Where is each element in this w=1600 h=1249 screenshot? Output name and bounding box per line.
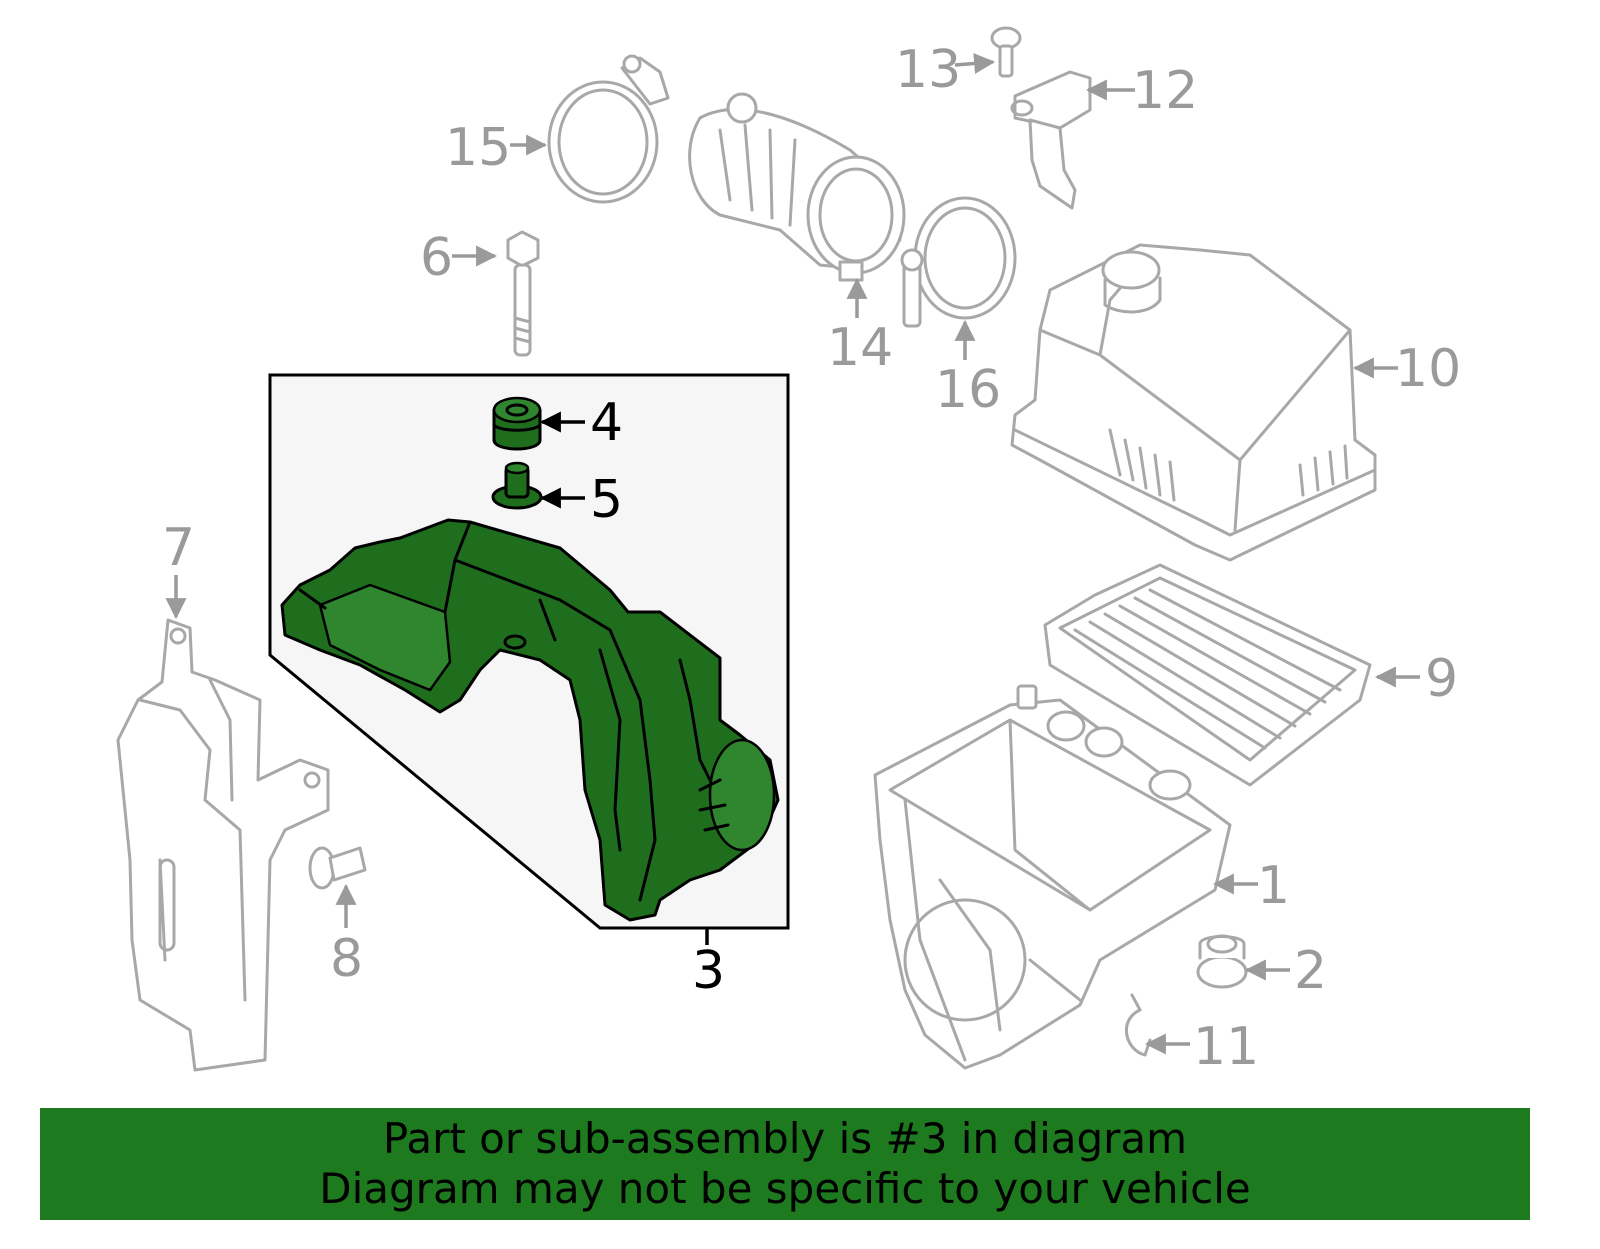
banner-line-2: Diagram may not be specific to your vehi… xyxy=(319,1164,1251,1213)
callout-7: 7 xyxy=(162,518,195,578)
part-11-clip xyxy=(1124,993,1152,1057)
callout-16: 16 xyxy=(935,360,1001,420)
arrow-13 xyxy=(954,53,996,74)
part-16-hose-clamp xyxy=(900,196,1017,328)
part-1-air-cleaner-case xyxy=(873,684,1232,1070)
callout-9: 9 xyxy=(1425,649,1458,709)
part-10-air-cleaner-cover xyxy=(1010,243,1377,562)
part-8-push-clip xyxy=(308,846,367,890)
callout-15: 15 xyxy=(445,118,511,178)
callout-labels: 15 13 12 6 14 16 10 9 1 2 11 7 8 4 5 3 xyxy=(162,40,1461,1077)
part-3-air-intake-duct xyxy=(280,518,780,922)
callout-2: 2 xyxy=(1294,941,1327,1001)
part-7-bracket xyxy=(116,618,330,1072)
part-12-airflow-sensor xyxy=(1010,70,1092,210)
callout-6: 6 xyxy=(420,228,453,288)
callout-5: 5 xyxy=(590,470,623,530)
callout-3: 3 xyxy=(692,941,725,1001)
callout-1: 1 xyxy=(1257,856,1290,916)
callout-arrows xyxy=(165,53,1420,1055)
part-4-grommet xyxy=(492,396,542,451)
part-13-screw xyxy=(990,26,1022,78)
callout-11: 11 xyxy=(1193,1017,1259,1077)
part-2-grommet xyxy=(1196,934,1248,989)
banner-line-1: Part or sub-assembly is #3 in diagram xyxy=(382,1114,1188,1163)
callout-4: 4 xyxy=(590,393,623,453)
part-6-bolt xyxy=(506,230,540,357)
info-banner: Part or sub-assembly is #3 in diagram Di… xyxy=(40,1108,1530,1220)
callout-8: 8 xyxy=(330,929,363,989)
callout-12: 12 xyxy=(1132,61,1198,121)
callout-13: 13 xyxy=(895,40,961,100)
callout-10: 10 xyxy=(1395,339,1461,399)
part-5-collar xyxy=(491,461,543,510)
part-9-air-filter xyxy=(1043,563,1372,787)
part-14-intake-hose xyxy=(688,92,906,282)
callout-14: 14 xyxy=(827,318,893,378)
part-15-hose-clamp xyxy=(547,54,670,204)
